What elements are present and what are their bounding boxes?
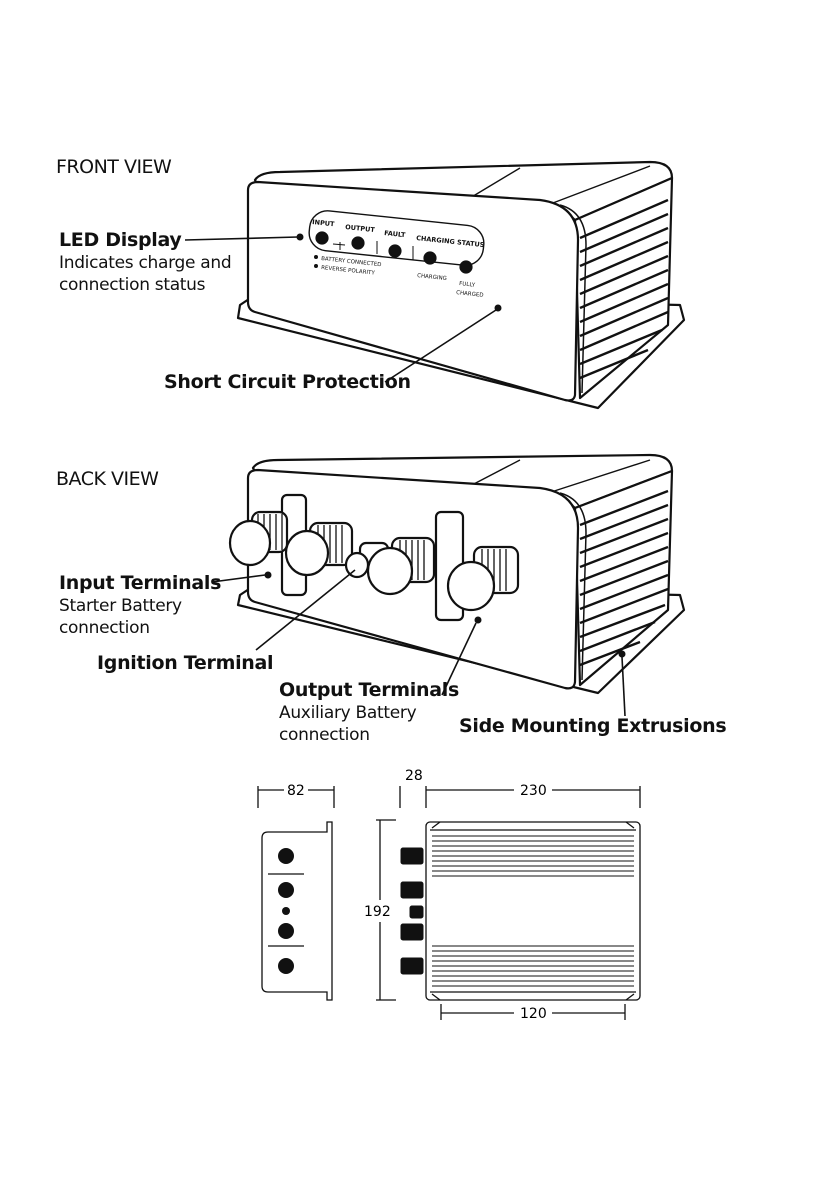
input-terminals-desc-1: Starter Battery [59, 596, 182, 616]
led-display-desc-1: Indicates charge and [59, 253, 232, 273]
front-callout-leaders [184, 233, 497, 383]
led-label-fault: FAULT [384, 229, 407, 239]
dim-mount: 120 [520, 1006, 547, 1022]
led-label-reverse-polarity: REVERSE POLARITY [321, 265, 376, 277]
led-display-desc-2: connection status [59, 275, 206, 295]
output-terminals-desc-2: connection [279, 725, 370, 745]
dim-length: 230 [520, 783, 547, 799]
dimension-side-view [257, 786, 335, 1001]
output-terminals-title: Output Terminals [279, 679, 459, 701]
input-terminals-title: Input Terminals [59, 572, 222, 594]
side-mounting-title: Side Mounting Extrusions [459, 715, 727, 737]
led-label-charging: CHARGING [417, 273, 447, 282]
output-terminals-desc-1: Auxiliary Battery [279, 703, 417, 723]
back-view-device [228, 453, 686, 695]
back-callout-leaders [211, 569, 626, 717]
led-label-fully: FULLY [459, 281, 476, 289]
led-label-output: OUTPUT [345, 223, 376, 234]
led-display-title: LED Display [59, 229, 182, 251]
dimension-top-terminals [400, 847, 424, 975]
front-view-title: FRONT VIEW [56, 156, 172, 178]
dim-depth: 82 [287, 783, 305, 799]
dim-height: 192 [364, 904, 391, 920]
dimension-side-terminals [278, 848, 294, 974]
dimension-top-view [376, 786, 641, 1020]
led-label-input: INPUT [312, 218, 336, 228]
back-view-title: BACK VIEW [56, 468, 159, 490]
front-view-device [236, 160, 686, 410]
ignition-terminal-title: Ignition Terminal [97, 652, 274, 674]
dim-terminal: 28 [405, 768, 423, 784]
led-label-charged: CHARGED [456, 290, 484, 299]
input-terminals-desc-2: connection [59, 618, 150, 638]
short-circuit-title: Short Circuit Protection [164, 371, 411, 393]
